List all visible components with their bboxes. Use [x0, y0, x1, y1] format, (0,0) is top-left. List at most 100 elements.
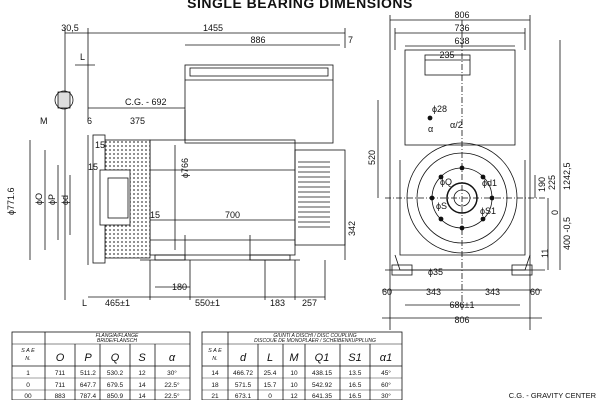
table2-r2-s1: 16.5 — [349, 393, 362, 400]
table1-r1-o: 711 — [55, 382, 66, 389]
table2-head-alpha1: α1 — [380, 352, 392, 364]
dim-28: ϕ28 — [432, 104, 447, 114]
label-cg: C.G. - 692 — [125, 97, 167, 107]
dim-30-5: 30,5 — [61, 23, 79, 33]
dim-7: 7 — [348, 35, 353, 45]
table2-head-m: M — [289, 352, 299, 364]
table1-head-q: Q — [111, 352, 120, 364]
table2-r0-m: 10 — [290, 370, 298, 377]
dim-886: 886 — [250, 35, 265, 45]
dim-771-6: ϕ771.6 — [6, 187, 16, 215]
table2-r1-d: 571.5 — [235, 382, 252, 389]
dim-638: 638 — [454, 36, 469, 46]
dim-806-bottom: 806 — [454, 315, 469, 325]
dim-15b: 15 — [88, 162, 98, 172]
table2-head-q1: Q1 — [315, 352, 330, 364]
dim-465: 465±1 — [105, 298, 130, 308]
table1-caption-de: BRIDE/FLANSCH — [97, 338, 137, 344]
label-l-bottom: L — [82, 298, 87, 308]
side-view — [29, 28, 346, 300]
table1-r1-sae: 0 — [26, 382, 30, 389]
label-alpha-half: α/2 — [450, 120, 463, 130]
flange-table — [11, 331, 191, 401]
table1-r1-s: 14 — [138, 382, 146, 389]
table1-r0-q: 530.2 — [107, 370, 124, 377]
table2-r1-q1: 542.92 — [312, 382, 332, 389]
dim-180: 180 — [172, 282, 187, 292]
table2-sae-h1: S A E — [208, 348, 222, 354]
page-title: SINGLE BEARING DIMENSIONS — [187, 0, 413, 11]
table1-r0-sae: 1 — [26, 370, 30, 377]
front-terminal-box — [404, 49, 516, 146]
table1-head-o: O — [56, 352, 65, 364]
table1-sae-h2: N. — [25, 356, 31, 362]
table2-caption-de: DISCOUE DE MONOPLAER / SCHEIBENKUPPLUNG — [254, 338, 376, 344]
table2-r2-alpha1: 30° — [381, 392, 391, 400]
dim-225: 225 — [547, 175, 557, 190]
dim-15a: 15 — [95, 140, 105, 150]
dim-550: 550±1 — [195, 298, 220, 308]
dim-60-left: 60 — [382, 287, 392, 297]
rear-cover — [294, 149, 346, 246]
table1-r2-o: 883 — [55, 393, 66, 400]
side-view-labels: 30,5 1455 886 7 L C.G. - 692 M 6 375 15 … — [6, 23, 357, 308]
dim-6: 6 — [87, 116, 92, 126]
table2-r1-s1: 16.5 — [349, 382, 362, 389]
dim-p: ϕP — [47, 194, 57, 205]
table2-head-s1: S1 — [348, 352, 361, 364]
table2-r1-m: 10 — [290, 382, 298, 389]
table1-r0-p: 511.2 — [80, 370, 96, 377]
table2-r0-alpha1: 45° — [381, 369, 391, 377]
stator-body — [149, 139, 296, 256]
table2-r2-sae: 21 — [211, 393, 219, 400]
dim-s: ϕS — [436, 201, 447, 211]
dim-520: 520 — [367, 150, 377, 165]
dim-d1: ϕd1 — [482, 178, 497, 188]
table1-sae-h1: S A E — [21, 348, 35, 354]
dim-o: ϕO — [34, 193, 44, 205]
table1-r0-s: 12 — [138, 370, 146, 377]
dim-257: 257 — [302, 298, 317, 308]
flange-table-text: FLANGIA/FLANGE BRIDE/FLANSCH S A E N. O … — [21, 333, 180, 400]
dim-190: 190 — [537, 177, 547, 192]
table1-head-s: S — [138, 352, 146, 364]
table2-r2-d: 673.1 — [235, 393, 252, 400]
front-view — [377, 15, 561, 330]
table2-r0-d: 466.72 — [233, 370, 253, 377]
table1-r2-s: 14 — [138, 393, 146, 400]
table2-r1-l: 15.7 — [264, 382, 277, 389]
table2-r0-q1: 438.15 — [312, 370, 332, 377]
table2-head-d: d — [240, 352, 247, 364]
table2-r2-l: 0 — [268, 393, 272, 400]
table2-r2-m: 12 — [290, 393, 298, 400]
dim-1242-5: 1242,5 — [562, 162, 572, 190]
dim-d: ϕd — [60, 195, 70, 205]
table1-head-p: P — [84, 352, 92, 364]
terminal-box — [184, 64, 334, 144]
dim-375: 375 — [130, 116, 145, 126]
table1-r2-p: 787.4 — [80, 393, 97, 400]
dim-183: 183 — [270, 298, 285, 308]
dim-342: 342 — [347, 221, 357, 236]
dim-343-right: 343 — [485, 287, 500, 297]
dim-700: 700 — [225, 210, 240, 220]
dim-s1: ϕS1 — [480, 206, 496, 216]
table2-r0-sae: 14 — [211, 370, 219, 377]
table2-r2-q1: 641.35 — [312, 393, 332, 400]
coupling-table — [201, 331, 403, 401]
table1-r1-q: 679.5 — [107, 382, 124, 389]
table2-sae-h2: N. — [212, 356, 218, 362]
dim-60-right: 60 — [530, 287, 540, 297]
label-l-top: L — [80, 52, 85, 62]
table1-caption-it: FLANGIA/FLANGE — [96, 333, 139, 339]
dim-11: 11 — [540, 249, 550, 258]
dim-35: ϕ35 — [428, 267, 443, 277]
table1-head-alpha: α — [169, 352, 176, 364]
coupling-table-text: GIUNTI A DISCHI / DISC COUPLING DISCOUE … — [208, 333, 392, 400]
table1-r0-o: 711 — [55, 370, 66, 377]
front-view-labels: 806 736 638 235 ϕ28 α/2 α 520 ϕQ ϕd1 ϕS … — [367, 10, 572, 325]
dim-686: 686±1 — [450, 300, 475, 310]
table2-r1-alpha1: 60° — [381, 381, 391, 389]
